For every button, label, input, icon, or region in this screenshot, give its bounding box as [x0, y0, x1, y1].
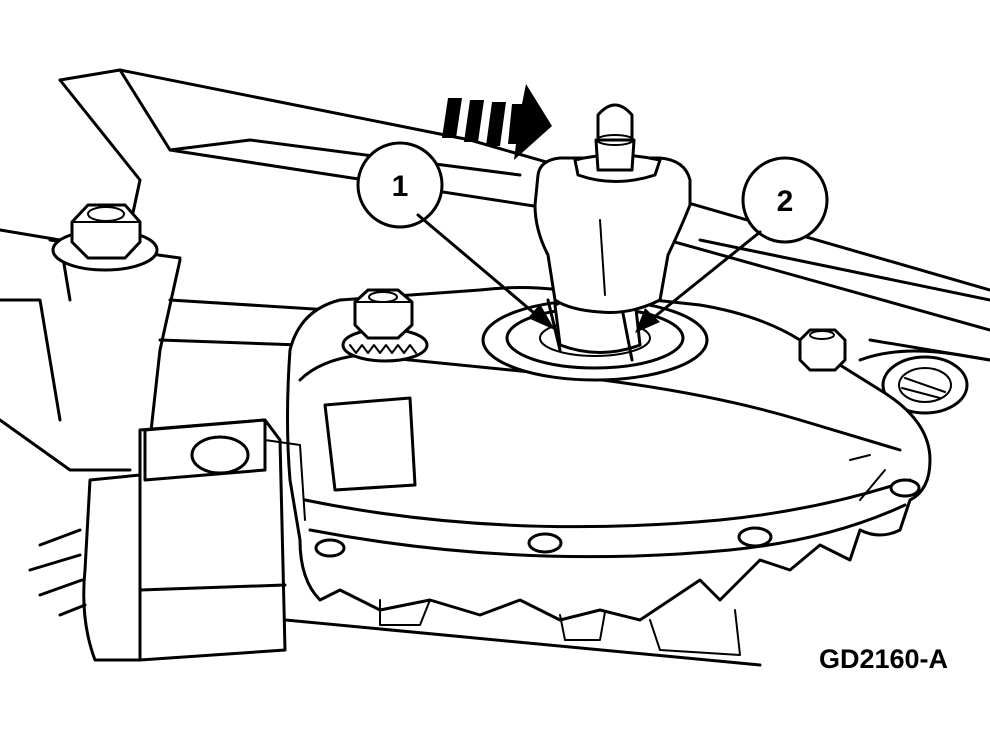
callout-1-label: 1 [392, 170, 409, 203]
frame-bolt [51, 203, 159, 272]
callout-2: 2 [635, 156, 829, 333]
triple-bar-right-arrow-icon [442, 84, 552, 160]
electrical-connector [28, 418, 306, 662]
callout-2-label: 2 [777, 185, 794, 218]
figure-id: GD2160-A [819, 644, 948, 674]
housing-bolt-right [798, 328, 847, 372]
flange-hole [889, 478, 921, 498]
flange-hole [527, 532, 563, 554]
flange-hole [737, 526, 773, 548]
alignment-tool [533, 103, 692, 314]
housing-bolt [341, 288, 429, 363]
callout-1: 1 [356, 141, 555, 330]
right-mount [858, 349, 990, 415]
flange-hole [314, 538, 346, 558]
